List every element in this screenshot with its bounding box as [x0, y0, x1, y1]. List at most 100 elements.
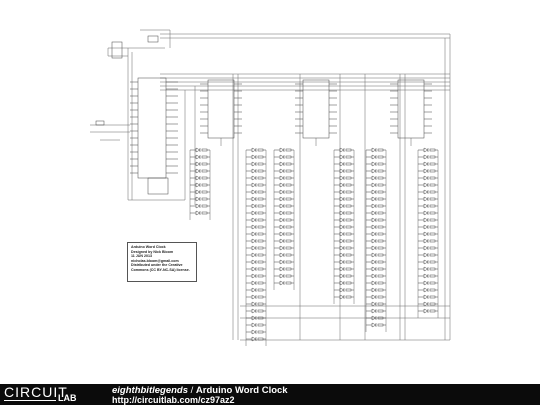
led-symbol: [423, 231, 429, 237]
led-symbol: [371, 273, 377, 279]
resistor: [429, 211, 436, 215]
led-symbol: [371, 252, 377, 258]
resistor: [285, 239, 292, 243]
logo-word-circuit: CIRCUIT: [4, 384, 68, 400]
resistor: [285, 246, 292, 250]
led-symbol: [339, 252, 345, 258]
led-symbol: [279, 252, 285, 258]
note-line-license-1: Distributed under the Creative: [131, 263, 183, 268]
resistor: [429, 190, 436, 194]
circuitlab-logo[interactable]: CIRCUIT LAB: [4, 384, 104, 404]
led-symbol: [279, 259, 285, 265]
led-symbol: [371, 203, 377, 209]
led-symbol: [339, 231, 345, 237]
led-symbol: [423, 210, 429, 216]
led-symbol: [339, 287, 345, 293]
resistor: [345, 295, 352, 299]
resistor: [285, 190, 292, 194]
resistor: [429, 197, 436, 201]
resistor: [377, 190, 384, 194]
led-symbol: [423, 280, 429, 286]
resistor: [377, 246, 384, 250]
resistor: [345, 155, 352, 159]
resistor: [429, 225, 436, 229]
led-symbol: [339, 238, 345, 244]
resistor: [377, 267, 384, 271]
connector-header: [111, 41, 123, 59]
led-symbol: [339, 294, 345, 300]
resistor: [257, 288, 264, 292]
resistor: [285, 162, 292, 166]
led-symbol: [195, 161, 201, 167]
resistor: [429, 274, 436, 278]
led-symbol: [371, 287, 377, 293]
led-symbol: [371, 301, 377, 307]
resistor: [429, 281, 436, 285]
resistor: [285, 274, 292, 278]
resistor: [201, 197, 208, 201]
resistor: [257, 274, 264, 278]
resistor: [201, 211, 208, 215]
led-symbol: [251, 287, 257, 293]
resistor: [285, 267, 292, 271]
resistor: [377, 302, 384, 306]
led-symbol: [251, 329, 257, 335]
led-symbol: [279, 161, 285, 167]
led-symbol: [339, 224, 345, 230]
led-symbol: [279, 189, 285, 195]
resistor: [257, 225, 264, 229]
resistor: [377, 211, 384, 215]
resistor: [429, 246, 436, 250]
led-symbol: [339, 203, 345, 209]
resistor: [429, 295, 436, 299]
resistor: [429, 204, 436, 208]
circuit-url-link[interactable]: http://circuitlab.com/cz97az2: [112, 395, 235, 405]
resistor: [257, 239, 264, 243]
title-separator: /: [188, 385, 196, 396]
resistor: [285, 169, 292, 173]
led-symbol: [371, 154, 377, 160]
circuit-name-link[interactable]: Arduino Word Clock: [195, 385, 288, 396]
resistor: [285, 253, 292, 257]
led-symbol: [339, 259, 345, 265]
author-link[interactable]: eighthbitlegends: [112, 385, 188, 396]
resistor: [345, 267, 352, 271]
resistor: [429, 267, 436, 271]
led-symbol: [423, 189, 429, 195]
led-symbol: [371, 266, 377, 272]
led-symbol: [251, 273, 257, 279]
led-symbol: [423, 217, 429, 223]
resistor: [201, 176, 208, 180]
led-symbol: [423, 259, 429, 265]
resistor: [257, 260, 264, 264]
resistor: [429, 183, 436, 187]
resistor: [377, 169, 384, 173]
led-symbol: [423, 154, 429, 160]
resistor: [345, 274, 352, 278]
led-symbol: [423, 161, 429, 167]
led-symbol: [279, 273, 285, 279]
led-symbol: [251, 259, 257, 265]
led-symbol: [279, 266, 285, 272]
resistor: [377, 288, 384, 292]
led-symbol: [251, 280, 257, 286]
resistor: [377, 183, 384, 187]
led-symbol: [251, 315, 257, 321]
resistor: [257, 246, 264, 250]
resistor: [377, 274, 384, 278]
note-line-email: nicholas.bloom@gmail.com: [131, 258, 179, 263]
led-symbol: [251, 336, 257, 342]
resistor: [429, 239, 436, 243]
led-symbol: [251, 322, 257, 328]
resistor: [377, 176, 384, 180]
resistor: [345, 162, 352, 166]
led-symbol: [339, 189, 345, 195]
led-symbol: [279, 245, 285, 251]
led-symbol: [423, 294, 429, 300]
driver-ic-3: [397, 79, 425, 139]
resistor: [345, 232, 352, 236]
resistor: [345, 176, 352, 180]
led-symbol: [339, 245, 345, 251]
led-symbol: [251, 161, 257, 167]
resistor: [377, 204, 384, 208]
